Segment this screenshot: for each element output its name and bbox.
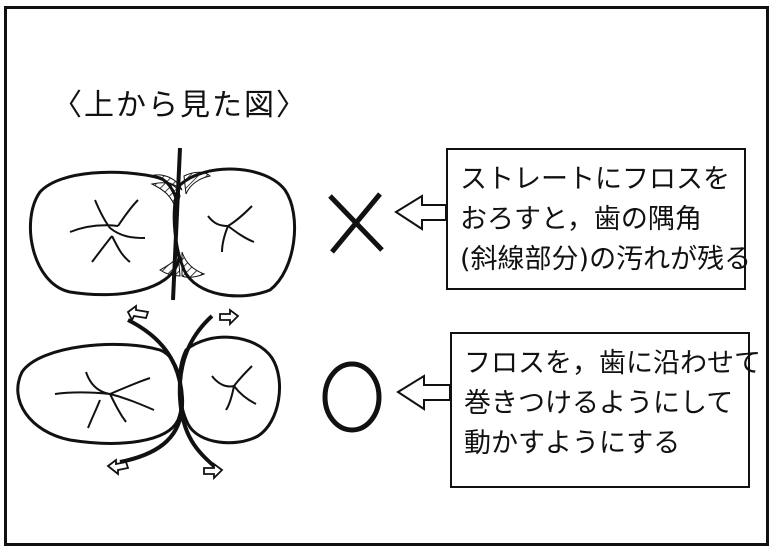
view-title: 〈上から見た図〉: [52, 88, 308, 123]
wrong-mark: [328, 192, 384, 254]
arrow-down-right: [203, 462, 224, 481]
wrong-note-line-2: おろすと，歯の隅角: [460, 204, 702, 235]
arrow-down-left: [106, 458, 130, 476]
top-teeth-group: [28, 147, 297, 301]
bottom-teeth-group: [16, 304, 281, 481]
tooth-left-top: [28, 170, 183, 297]
tooth-right-top: [172, 167, 297, 298]
fissure-right-bottom: [211, 365, 257, 411]
wrong-note-line-3: (斜線部分)の汚れが残る: [460, 244, 752, 275]
wrong-note: ストレートにフロスを おろすと，歯の隅角 (斜線部分)の汚れが残る: [446, 148, 752, 290]
panel-frame: [4, 6, 769, 546]
fissure-left-top: [69, 199, 146, 263]
hatched-corner-top-right: [183, 171, 212, 195]
fissure-right-top: [207, 205, 255, 253]
arrow-up-left: [126, 304, 150, 323]
right-note-line-2: 巻きつけるようにして: [464, 388, 734, 419]
callout-arrow-bottom: [396, 374, 451, 411]
floss-straight: [171, 147, 182, 301]
right-note: フロスを，歯に沿わせて 巻きつけるようにして 動かすようにする: [450, 332, 761, 488]
wrong-note-line-1: ストレートにフロスを: [460, 164, 730, 195]
arrow-up-right: [219, 308, 240, 327]
callout-arrow-top: [394, 194, 447, 231]
hatched-corner-bottom-right: [181, 251, 206, 278]
right-mark: [322, 361, 382, 433]
floss-wrap-right: [177, 314, 216, 468]
right-note-line-1: フロスを，歯に沿わせて: [464, 348, 761, 379]
right-note-line-3: 動かすようにする: [464, 428, 681, 459]
fissure-left-bottom: [54, 371, 155, 429]
tooth-right-bottom: [177, 335, 281, 445]
